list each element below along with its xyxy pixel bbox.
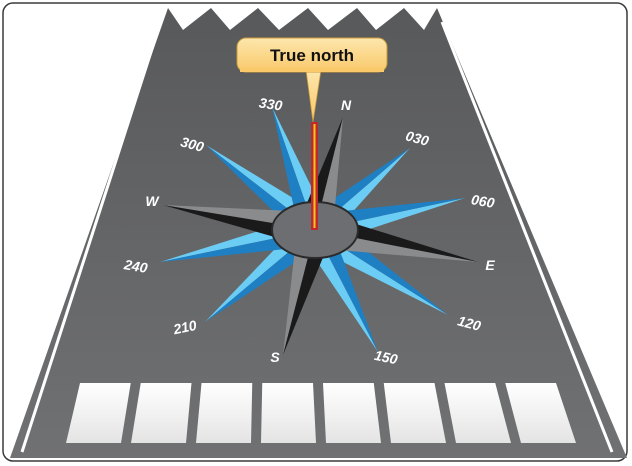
- threshold-bar: [131, 383, 192, 443]
- compass-rose: [160, 107, 478, 355]
- heading-label-210: 210: [171, 317, 198, 338]
- heading-label-240: 240: [122, 256, 149, 276]
- runway-edge-line-right: [440, 21, 614, 453]
- threshold-bar: [444, 383, 511, 443]
- heading-label-120: 120: [456, 312, 483, 334]
- heading-label-e: E: [485, 257, 495, 273]
- heading-label-330: 330: [258, 95, 284, 114]
- threshold-bar: [505, 383, 576, 443]
- callout-label: True north: [270, 46, 354, 65]
- threshold-bar: [383, 383, 446, 443]
- heading-label-030: 030: [404, 127, 431, 149]
- runway-edge-line-left: [20, 23, 162, 453]
- threshold-bars: [66, 383, 576, 443]
- threshold-bar: [261, 383, 316, 443]
- rose-point-180-right: [283, 230, 333, 355]
- heading-label-300: 300: [179, 133, 206, 155]
- heading-label-s: S: [270, 349, 280, 365]
- heading-label-060: 060: [470, 191, 496, 211]
- heading-label-n: N: [341, 97, 352, 113]
- threshold-bar: [196, 383, 253, 443]
- threshold-bar: [323, 383, 381, 443]
- true-north-callout: True north: [236, 37, 388, 123]
- true-north-needle-core: [313, 124, 316, 228]
- heading-label-150: 150: [373, 347, 399, 368]
- threshold-bar: [66, 383, 131, 443]
- heading-label-w: W: [145, 193, 160, 209]
